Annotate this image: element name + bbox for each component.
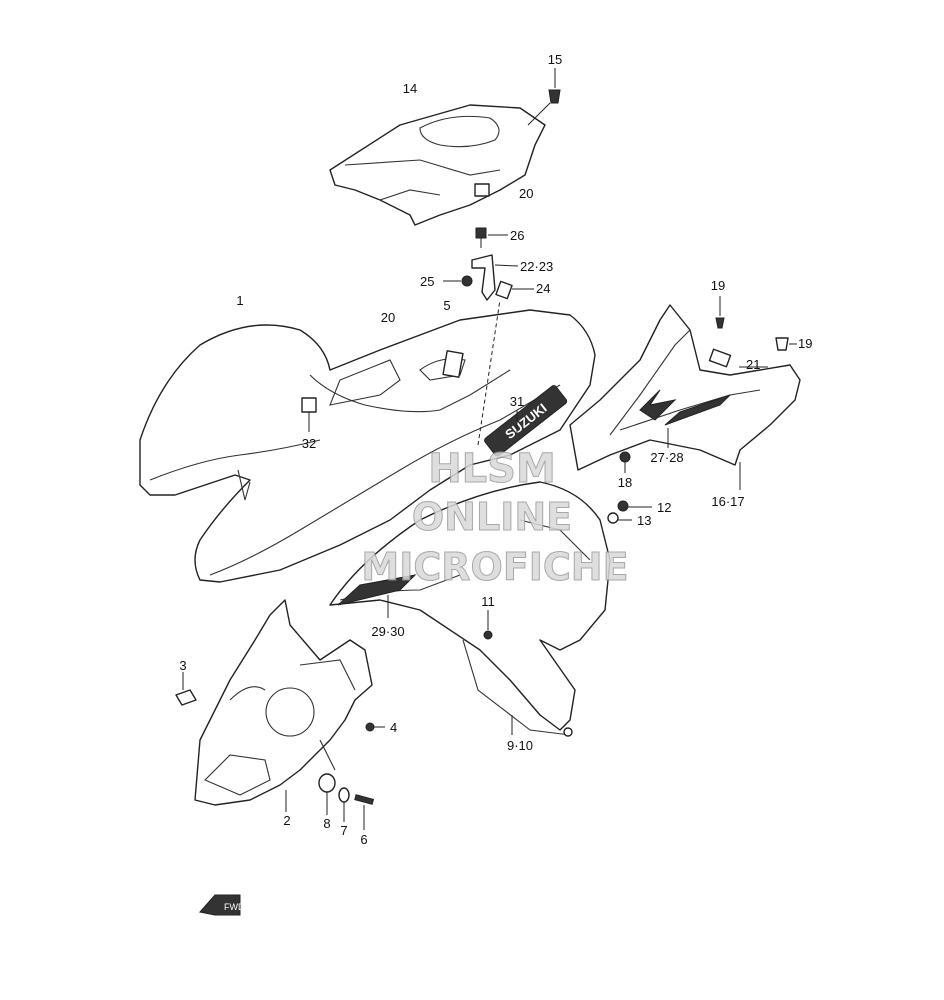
fwd-arrow-icon: FWD (199, 894, 245, 916)
callout-7: 7 (340, 823, 347, 838)
callout-6: 6 (360, 832, 367, 847)
callout-11: 11 (481, 594, 495, 609)
callout-25: 25 (420, 274, 434, 289)
callout-15: 15 (548, 52, 562, 67)
callout-24: 24 (536, 281, 550, 296)
callout-27-28: 27·28 (650, 450, 683, 465)
callout-19-top: 19 (711, 278, 725, 293)
part-11-bolt (483, 610, 493, 640)
callout-20-top: 20 (519, 186, 533, 201)
callout-5: 5 (443, 298, 450, 313)
part-18-bolt (619, 451, 631, 473)
part-12-13-fasteners (607, 500, 652, 524)
part-2-front-panel (194, 599, 373, 806)
callout-22-23: 22·23 (520, 259, 553, 274)
part-9-10-inner-fender (329, 481, 611, 737)
callout-19-right: 19 (798, 336, 812, 351)
leader-24-dashed (477, 299, 501, 446)
callout-20-body: 20 (381, 310, 395, 325)
part-6-7-8-hardware (318, 773, 375, 830)
watermark-line1: HLSM (428, 446, 556, 492)
part-16-17-side-panel (569, 304, 801, 471)
part-32-clip (301, 397, 317, 432)
callout-31: 31 (510, 394, 524, 409)
callout-26: 26 (510, 228, 524, 243)
callout-2: 2 (283, 813, 290, 828)
watermark-line2: ONLINE (412, 495, 572, 539)
callout-16-17: 16·17 (711, 494, 744, 509)
callout-1: 1 (236, 293, 243, 308)
callout-12: 12 (657, 500, 671, 515)
callout-18: 18 (618, 475, 632, 490)
part-26-bolt (475, 227, 508, 248)
part-15-clip (527, 68, 561, 126)
part-4-screw (365, 722, 385, 732)
watermark-line3: MICROFICHE (361, 545, 628, 589)
callout-8: 8 (323, 816, 330, 831)
part-1-front-fender (139, 309, 596, 583)
callout-4: 4 (390, 720, 397, 735)
part-19-clips (715, 296, 797, 351)
callout-9-10: 9·10 (507, 738, 533, 753)
callout-14: 14 (403, 81, 417, 96)
callout-32: 32 (302, 436, 316, 451)
part-14-cover (329, 104, 546, 226)
fwd-label: FWD (224, 902, 245, 912)
callout-3: 3 (179, 658, 186, 673)
callout-21: 21 (746, 357, 760, 372)
part-22-23-bracket (443, 254, 534, 301)
watermark: HLSM ONLINE MICROFICHE (361, 446, 629, 590)
part-3-nut (175, 672, 197, 706)
callout-13: 13 (637, 513, 651, 528)
callout-29-30: 29·30 (371, 624, 404, 639)
